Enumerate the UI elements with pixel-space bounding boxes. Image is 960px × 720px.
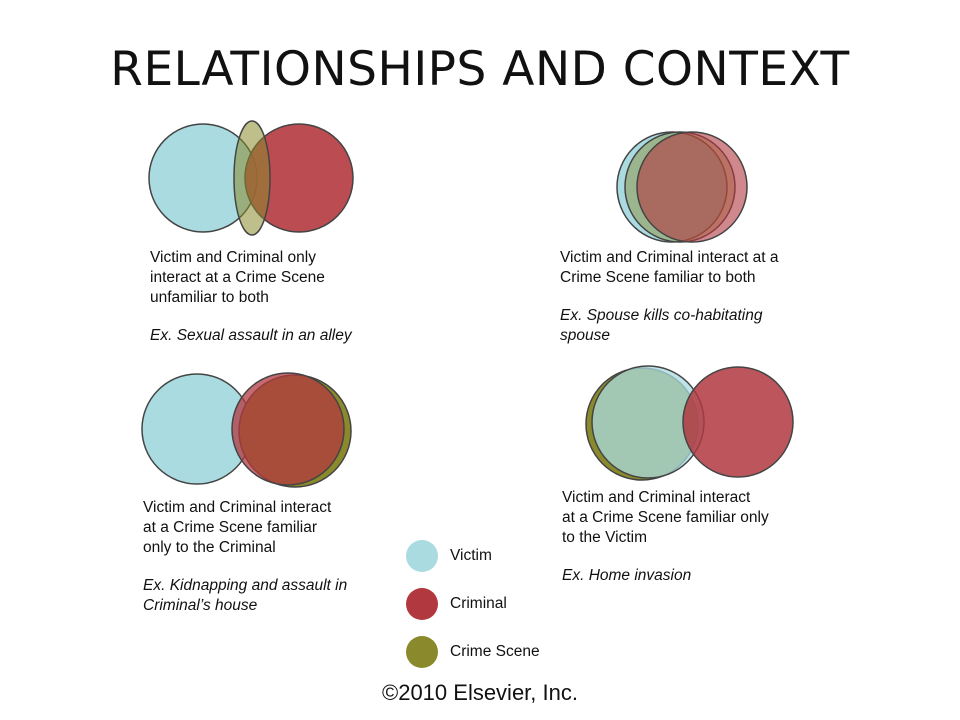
legend: Victim Criminal Crime Scene <box>404 532 540 676</box>
panel-caption-familiar-to-criminal: Victim and Criminal interact at a Crime … <box>143 499 348 614</box>
legend-item-criminal: Criminal <box>404 580 540 628</box>
page-title: RELATIONSHIPS AND CONTEXT <box>110 42 850 97</box>
legend-item-crime-scene: Crime Scene <box>404 628 540 676</box>
legend-item-victim: Victim <box>404 532 540 580</box>
panel-caption-familiar-to-both: Victim and Criminal interact at a Crime … <box>560 249 779 344</box>
legend-swatch <box>406 636 438 668</box>
crime-scene-circle <box>233 120 271 236</box>
venn-diagram-familiar-to-both <box>616 131 748 243</box>
venn-diagram-familiar-to-victim <box>585 365 794 481</box>
venn-diagram-familiar-to-criminal <box>141 372 352 488</box>
criminal-circle <box>231 372 345 486</box>
legend-swatch <box>406 588 438 620</box>
panel-example: Ex. Spouse kills co-habitating spouse <box>560 307 763 344</box>
criminal-circle <box>636 131 748 243</box>
panel-example: Ex. Kidnapping and assault in Criminal’s… <box>143 577 348 614</box>
legend-swatch <box>406 540 438 572</box>
copyright-footer: ©2010 Elsevier, Inc. <box>382 680 578 705</box>
panel-caption-unfamiliar-to-both: Victim and Criminal only interact at a C… <box>150 249 352 344</box>
venn-diagram-unfamiliar-to-both <box>148 120 354 236</box>
criminal-circle <box>682 366 794 478</box>
panel-example: Ex. Home invasion <box>562 567 692 584</box>
panel-caption-familiar-to-victim: Victim and Criminal interact at a Crime … <box>562 489 769 584</box>
panel-example: Ex. Sexual assault in an alley <box>150 327 352 344</box>
